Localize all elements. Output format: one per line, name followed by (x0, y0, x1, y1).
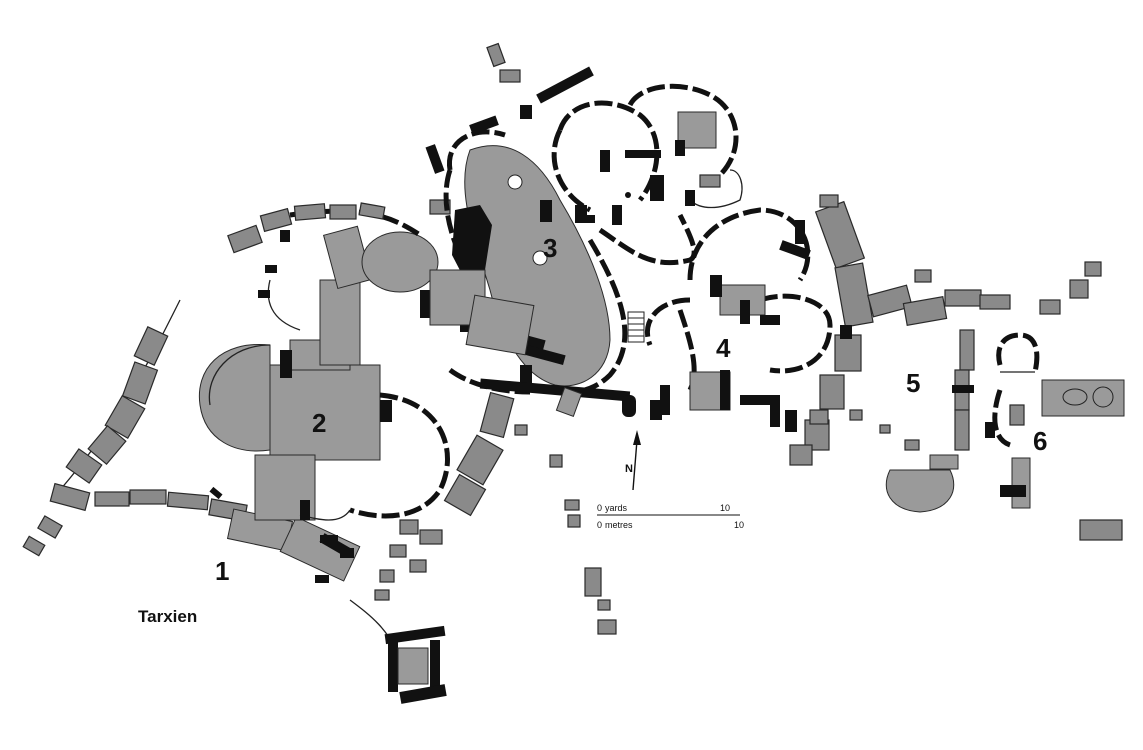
area-label-4: 4 (716, 333, 731, 363)
scale-yards-end: 10 (720, 503, 730, 513)
area-5-6-remains (885, 329, 1125, 541)
area-label-1: 1 (215, 556, 229, 586)
area-label-3: 3 (543, 233, 557, 263)
temple-4 (644, 207, 833, 432)
north-arrow-label: N (625, 463, 633, 475)
north-arrow: N (625, 430, 641, 491)
scale-metres-unit: metres (605, 520, 633, 530)
temple-3 (420, 66, 645, 517)
scale-yards-unit: yards (605, 503, 628, 513)
east-stone-line (789, 200, 1102, 466)
south-gate-structure (384, 625, 447, 704)
scale-metres-zero: 0 (597, 520, 602, 530)
west-curved-wall (22, 299, 401, 661)
site-name-label: Tarxien (138, 607, 197, 626)
scattered-stones (320, 42, 920, 635)
area-label-6: 6 (1033, 426, 1047, 456)
scale-bar: 0 yards 10 0 metres 10 (597, 503, 744, 530)
temple-2 (198, 225, 450, 521)
area-label-5: 5 (906, 368, 920, 398)
scale-yards-zero: 0 (597, 503, 602, 513)
west-small-chamber (227, 199, 451, 331)
area-label-2: 2 (312, 408, 326, 438)
temple-3-steps (627, 311, 645, 343)
north-chambers (551, 83, 743, 266)
scale-metres-end: 10 (734, 520, 744, 530)
